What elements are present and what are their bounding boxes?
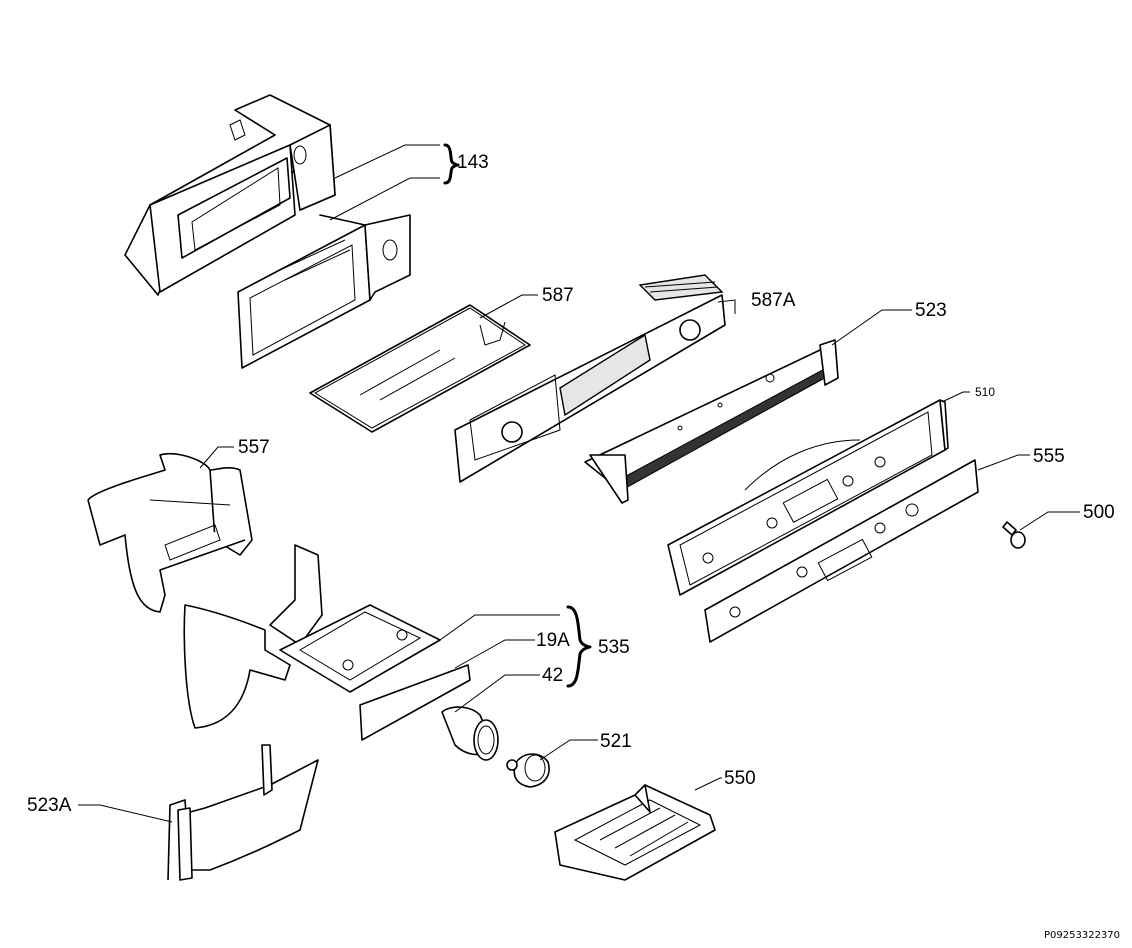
part-523-rail [584,339,839,504]
leader-523a [78,804,173,823]
part-19a-cover [359,664,471,741]
label-523: 523 [915,300,947,321]
leader-587 [479,294,538,319]
label-587a: 587A [751,290,796,311]
part-587a-bracket [454,274,726,483]
part-557-duct [87,452,253,613]
brace-535 [566,605,592,688]
label-42: 42 [542,665,563,686]
leader-535 [439,614,560,641]
part-555-fascia [704,459,979,643]
label-143: 143 [457,152,489,173]
part-550-tray [554,784,716,881]
label-19a: 19A [536,630,570,651]
leader-557 [199,446,234,469]
part-510-panel [667,399,949,596]
part-587-board [309,304,531,433]
leader-587a [717,299,736,314]
part-523a-cover [167,744,319,881]
part-143-housing [124,94,336,296]
label-510: 510 [975,385,995,399]
label-521: 521 [600,731,632,752]
document-code: P09253322370 [1044,930,1120,941]
leader-143a [334,144,440,179]
label-535: 535 [598,637,630,658]
part-labels: 143 587 587A 523 510 557 555 500 19A 535… [27,152,1115,816]
part-535-housing [183,544,441,729]
label-550: 550 [724,768,756,789]
leader-lines [78,144,1080,823]
leader-550 [694,777,722,791]
leader-555 [977,454,1030,471]
leader-42 [454,674,540,713]
part-500-screw [1002,521,1026,549]
leader-521 [539,739,598,761]
label-523a: 523A [27,795,72,816]
brace-143 [443,143,460,185]
leader-19a [454,639,535,669]
leader-143b [329,177,440,221]
part-143-frame [237,214,411,369]
label-500: 500 [1083,502,1115,523]
label-587: 587 [542,285,574,306]
leader-500 [1019,511,1080,531]
part-42-lamp-holder [441,706,499,761]
label-555: 555 [1033,446,1065,467]
leader-523 [831,309,912,346]
leader-510 [941,391,970,403]
label-557: 557 [238,437,270,458]
part-521-bulb-cap [506,753,550,788]
